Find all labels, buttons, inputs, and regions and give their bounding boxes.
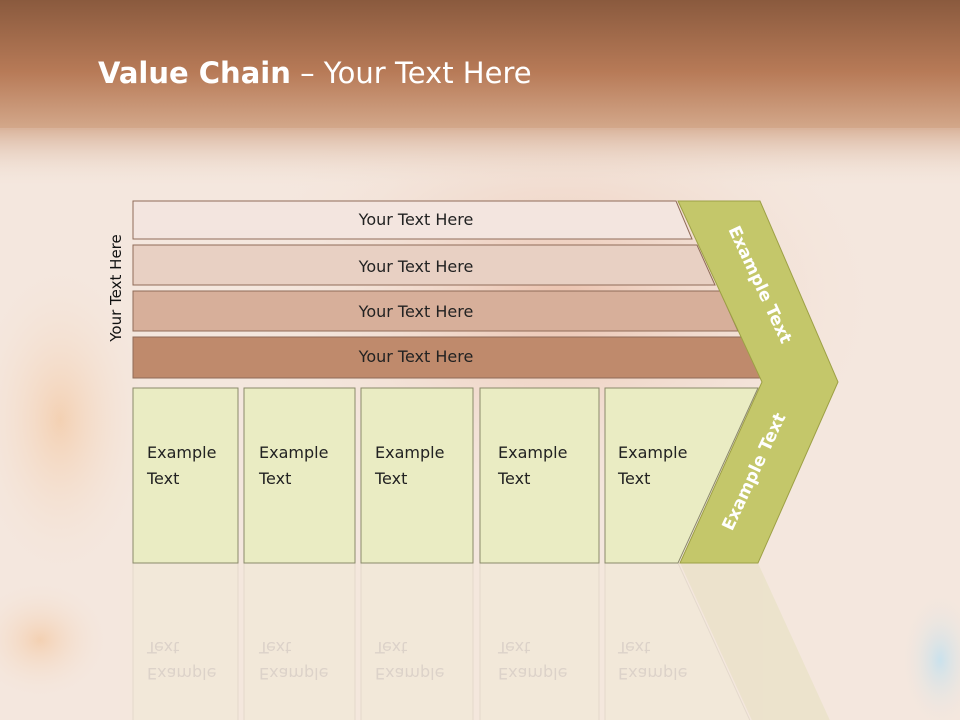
box-5-line2: Text <box>617 469 650 488</box>
box-4-line2: Text <box>497 469 530 488</box>
reflection-text: Text <box>617 638 650 657</box>
box-4-line1: Example <box>498 443 567 462</box>
box-4 <box>479 387 600 564</box>
chevron-arrow <box>677 200 839 564</box>
reflection-text: Example <box>147 664 216 683</box>
reflection: Example Text Example Text Example Text E… <box>132 562 830 720</box>
reflection-text: Text <box>146 638 179 657</box>
reflection-text: Example <box>259 664 328 683</box>
box-2-line2: Text <box>258 469 291 488</box>
slide-title: Value Chain – Your Text Here <box>98 56 532 90</box>
box-5-line1: Example <box>618 443 687 462</box>
box-2-line1: Example <box>259 443 328 462</box>
title-bold: Value Chain <box>98 56 291 90</box>
reflection-text: Text <box>374 638 407 657</box>
bar-2 <box>132 244 716 286</box>
reflection-text: Example <box>618 664 687 683</box>
title-rest: – Your Text Here <box>290 56 532 90</box>
bar-4-label: Your Text Here <box>358 347 474 366</box>
bar-1-label: Your Text Here <box>358 210 474 229</box>
bar-2-label: Your Text Here <box>358 257 474 276</box>
box-1 <box>132 387 239 564</box>
bar-3-label: Your Text Here <box>358 302 474 321</box>
reflection-text: Text <box>497 638 530 657</box>
box-5 <box>604 387 759 564</box>
box-3-line1: Example <box>375 443 444 462</box>
reflection-text: Example <box>375 664 444 683</box>
box-3-line2: Text <box>374 469 407 488</box>
box-1-line2: Text <box>146 469 179 488</box>
bar-1 <box>132 200 693 240</box>
reflection-text: Text <box>258 638 291 657</box>
reflection-text: Example <box>498 664 567 683</box>
box-2 <box>243 387 356 564</box>
box-3 <box>360 387 474 564</box>
box-1-line1: Example <box>147 443 216 462</box>
